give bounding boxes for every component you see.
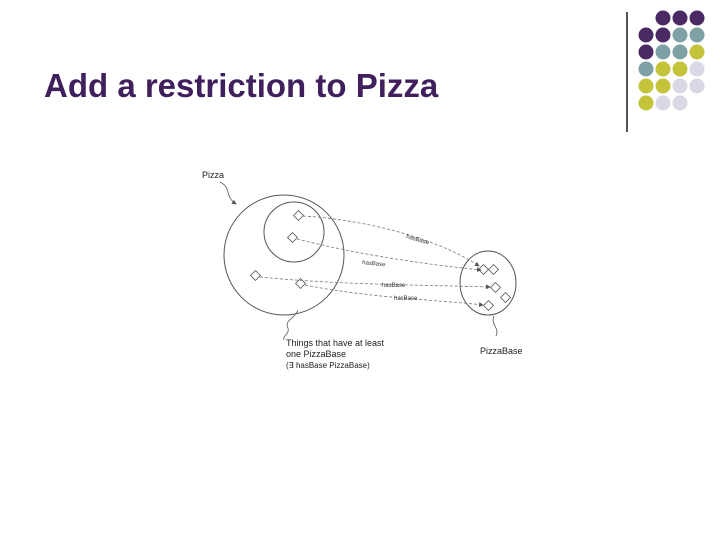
decorative-dot: [638, 27, 654, 43]
restriction-individual: [249, 269, 262, 282]
restriction-individual: [294, 277, 307, 290]
restriction-caption-line: Things that have at least: [286, 338, 385, 348]
title-divider: [626, 12, 628, 132]
decorative-dot: [672, 10, 688, 26]
edge-label: hasBase: [394, 296, 418, 302]
hasbase-edge: [259, 276, 491, 290]
edge-label: hasBase: [382, 283, 406, 289]
pizza-pointer-arrow: [219, 181, 237, 205]
hasbase-edge: [296, 238, 482, 272]
hasbase-edge: [304, 284, 484, 307]
decorative-dot: [638, 95, 654, 111]
decorative-dot: [638, 44, 654, 60]
restriction-pointer-arrow: [283, 309, 299, 341]
decorative-dot: [655, 44, 671, 60]
pizzabase-pointer-arrow: [492, 315, 498, 337]
decorative-dot: [655, 27, 671, 43]
edge-label: hasBase: [362, 260, 387, 268]
decorative-dot: [689, 61, 705, 77]
pizzabase-individual: [489, 281, 502, 294]
pizza-individual: [286, 231, 299, 244]
pizza-individual: [292, 209, 305, 222]
restriction-set-circle: [223, 194, 345, 316]
decorative-dot: [689, 78, 705, 94]
decorative-dot: [672, 44, 688, 60]
pizzabase-label: PizzaBase: [480, 346, 523, 356]
decorative-dot: [655, 78, 671, 94]
decorative-dot: [655, 95, 671, 111]
pizzabase-set-circle: [459, 250, 517, 316]
restriction-caption-line: one PizzaBase: [286, 349, 346, 359]
pizzabase-individual: [477, 263, 490, 276]
edge-label: hasBase: [405, 234, 430, 246]
decorative-dot-grid: [638, 10, 705, 111]
decorative-dot: [672, 27, 688, 43]
restriction-caption-line: (∃ hasBase PizzaBase): [286, 361, 370, 370]
decorative-dot: [655, 10, 671, 26]
slide-title: Add a restriction to Pizza: [44, 67, 439, 104]
decorative-dot: [638, 61, 654, 77]
pizzabase-individual: [482, 299, 495, 312]
decorative-dot: [689, 10, 705, 26]
pizzabase-individual: [499, 291, 512, 304]
hasbase-edge: [302, 215, 480, 267]
pizza-label: Pizza: [202, 170, 224, 180]
decorative-dot: [655, 61, 671, 77]
decorative-dot: [672, 78, 688, 94]
decorative-dot: [638, 78, 654, 94]
decorative-dot: [689, 27, 705, 43]
decorative-dot: [672, 95, 688, 111]
pizza-set-circle: [263, 201, 325, 263]
decorative-dot: [672, 61, 688, 77]
restriction-diagram: Pizza hasBase hasBase hasBase hasBase Th…: [202, 170, 523, 370]
pizzabase-individual: [487, 263, 500, 276]
decorative-dot: [689, 44, 705, 60]
